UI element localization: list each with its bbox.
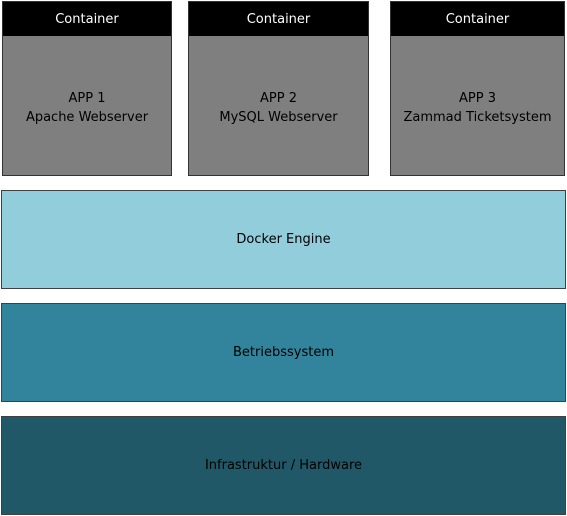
container-body: APP 2 MySQL Webserver [189, 36, 368, 127]
app-name: MySQL Webserver [219, 110, 338, 125]
container-header: Container [391, 2, 564, 36]
infrastructure-hardware-layer: Infrastruktur / Hardware [1, 416, 566, 515]
container-body: APP 3 Zammad Ticketsystem [391, 36, 564, 127]
container-app-2: Container APP 2 MySQL Webserver [188, 1, 369, 176]
container-app-3: Container APP 3 Zammad Ticketsystem [390, 1, 565, 176]
app-name: Zammad Ticketsystem [403, 110, 552, 125]
app-label: APP 1 [68, 91, 106, 106]
app-label: APP 3 [459, 91, 496, 106]
docker-engine-label: Docker Engine [236, 232, 331, 247]
operating-system-label: Betriebssystem [233, 345, 334, 360]
container-body: APP 1 Apache Webserver [3, 36, 171, 127]
app-label: APP 2 [260, 91, 297, 106]
infrastructure-hardware-label: Infrastruktur / Hardware [204, 458, 363, 473]
container-app-1: Container APP 1 Apache Webserver [2, 1, 172, 176]
container-header: Container [189, 2, 368, 36]
operating-system-layer: Betriebssystem [1, 303, 566, 402]
app-name: Apache Webserver [25, 110, 149, 125]
container-header: Container [3, 2, 171, 36]
docker-engine-layer: Docker Engine [1, 190, 566, 289]
